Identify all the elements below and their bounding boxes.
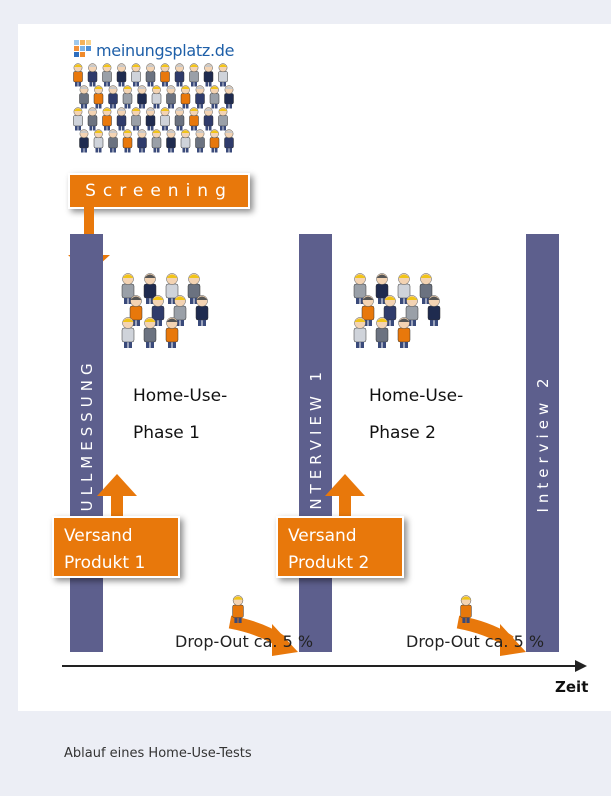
crowd-icon — [73, 63, 234, 153]
logo-text: meinungsplatz.de — [96, 41, 235, 60]
dropout-label-1: Drop-Out ca. 5 % — [175, 632, 314, 651]
phase-2-line1: Home-Use- — [369, 386, 464, 406]
shipment-box-1: Versand Produkt 1 — [52, 516, 180, 578]
shipment-1-line1: Versand — [64, 526, 133, 546]
logo-mark-icon — [74, 40, 91, 57]
phase-1-line2: Phase 1 — [133, 423, 200, 443]
shipment-2-line2: Produkt 2 — [288, 553, 370, 573]
shipment-2-line1: Versand — [288, 526, 357, 546]
phase-1-label: Home-Use- Phase 1 — [133, 378, 227, 452]
screening-box: Screening — [68, 173, 250, 209]
time-axis-arrow-icon — [575, 660, 587, 672]
bar-interview-1: INTERVIEW 1 — [299, 234, 332, 652]
dropout-label-2: Drop-Out ca. 5 % — [406, 632, 545, 651]
phase-2-label: Home-Use- Phase 2 — [369, 378, 463, 452]
time-axis — [62, 665, 577, 667]
shipment-1-line2: Produkt 1 — [64, 553, 146, 573]
phase-1-line1: Home-Use- — [133, 386, 228, 406]
bar-label-nullmessung: NULLMESSUNG — [77, 358, 96, 528]
time-axis-label: Zeit — [555, 678, 589, 696]
bar-label-interview-1: INTERVIEW 1 — [306, 366, 325, 520]
shipment-box-2: Versand Produkt 2 — [276, 516, 404, 578]
bar-label-interview-2: Interview 2 — [533, 373, 552, 513]
figure-caption: Ablauf eines Home-Use-Tests — [64, 746, 252, 761]
bar-nullmessung: NULLMESSUNG — [70, 234, 103, 652]
bar-interview-2: Interview 2 — [526, 234, 559, 652]
phase-2-line2: Phase 2 — [369, 423, 436, 443]
